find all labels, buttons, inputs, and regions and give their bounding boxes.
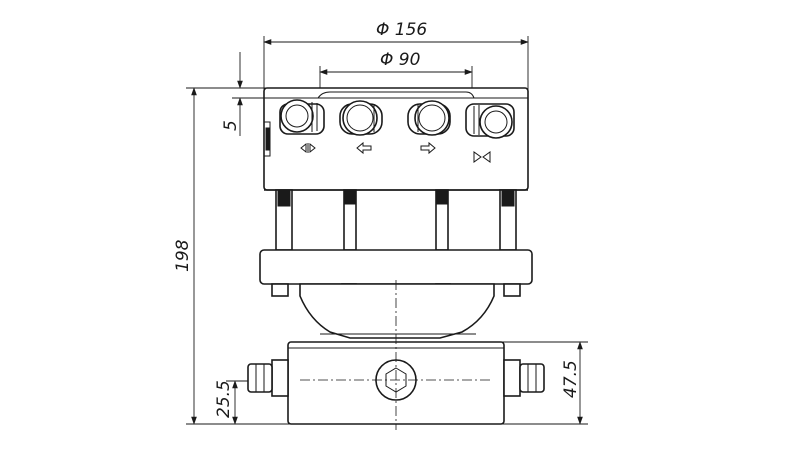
- dim-label-port-height: 25.5: [214, 380, 234, 418]
- dim-label-inner-diameter: Φ 90: [380, 50, 420, 70]
- port-fitting-2: [339, 100, 383, 136]
- port-fitting-1: [279, 99, 325, 135]
- close-valve-icon: [473, 151, 491, 163]
- side-fitting-right: [503, 359, 545, 397]
- bolt-column-3: [435, 189, 449, 251]
- conical-body: [299, 283, 495, 339]
- open-valve-icon: [300, 142, 316, 154]
- bolt-column-4: [499, 189, 517, 251]
- arrow-right-icon: [420, 141, 436, 155]
- bolt-column-2: [343, 189, 357, 251]
- dim-label-block-height: 47.5: [561, 360, 581, 398]
- dim-label-top-offset: 5: [221, 120, 241, 131]
- center-lines: [300, 280, 492, 430]
- side-fitting-left: [247, 359, 289, 397]
- dim-label-outer-diameter: Φ 156: [376, 20, 427, 40]
- dim-label-total-height: 198: [173, 239, 193, 272]
- dimension-lines: [186, 36, 588, 425]
- bolt-columns: [275, 189, 517, 251]
- bolt-column-1: [275, 189, 293, 251]
- port-fitting-3: [407, 100, 451, 136]
- port-fitting-4: [465, 103, 515, 139]
- arrow-left-icon: [356, 141, 372, 155]
- top-housing: [263, 87, 529, 191]
